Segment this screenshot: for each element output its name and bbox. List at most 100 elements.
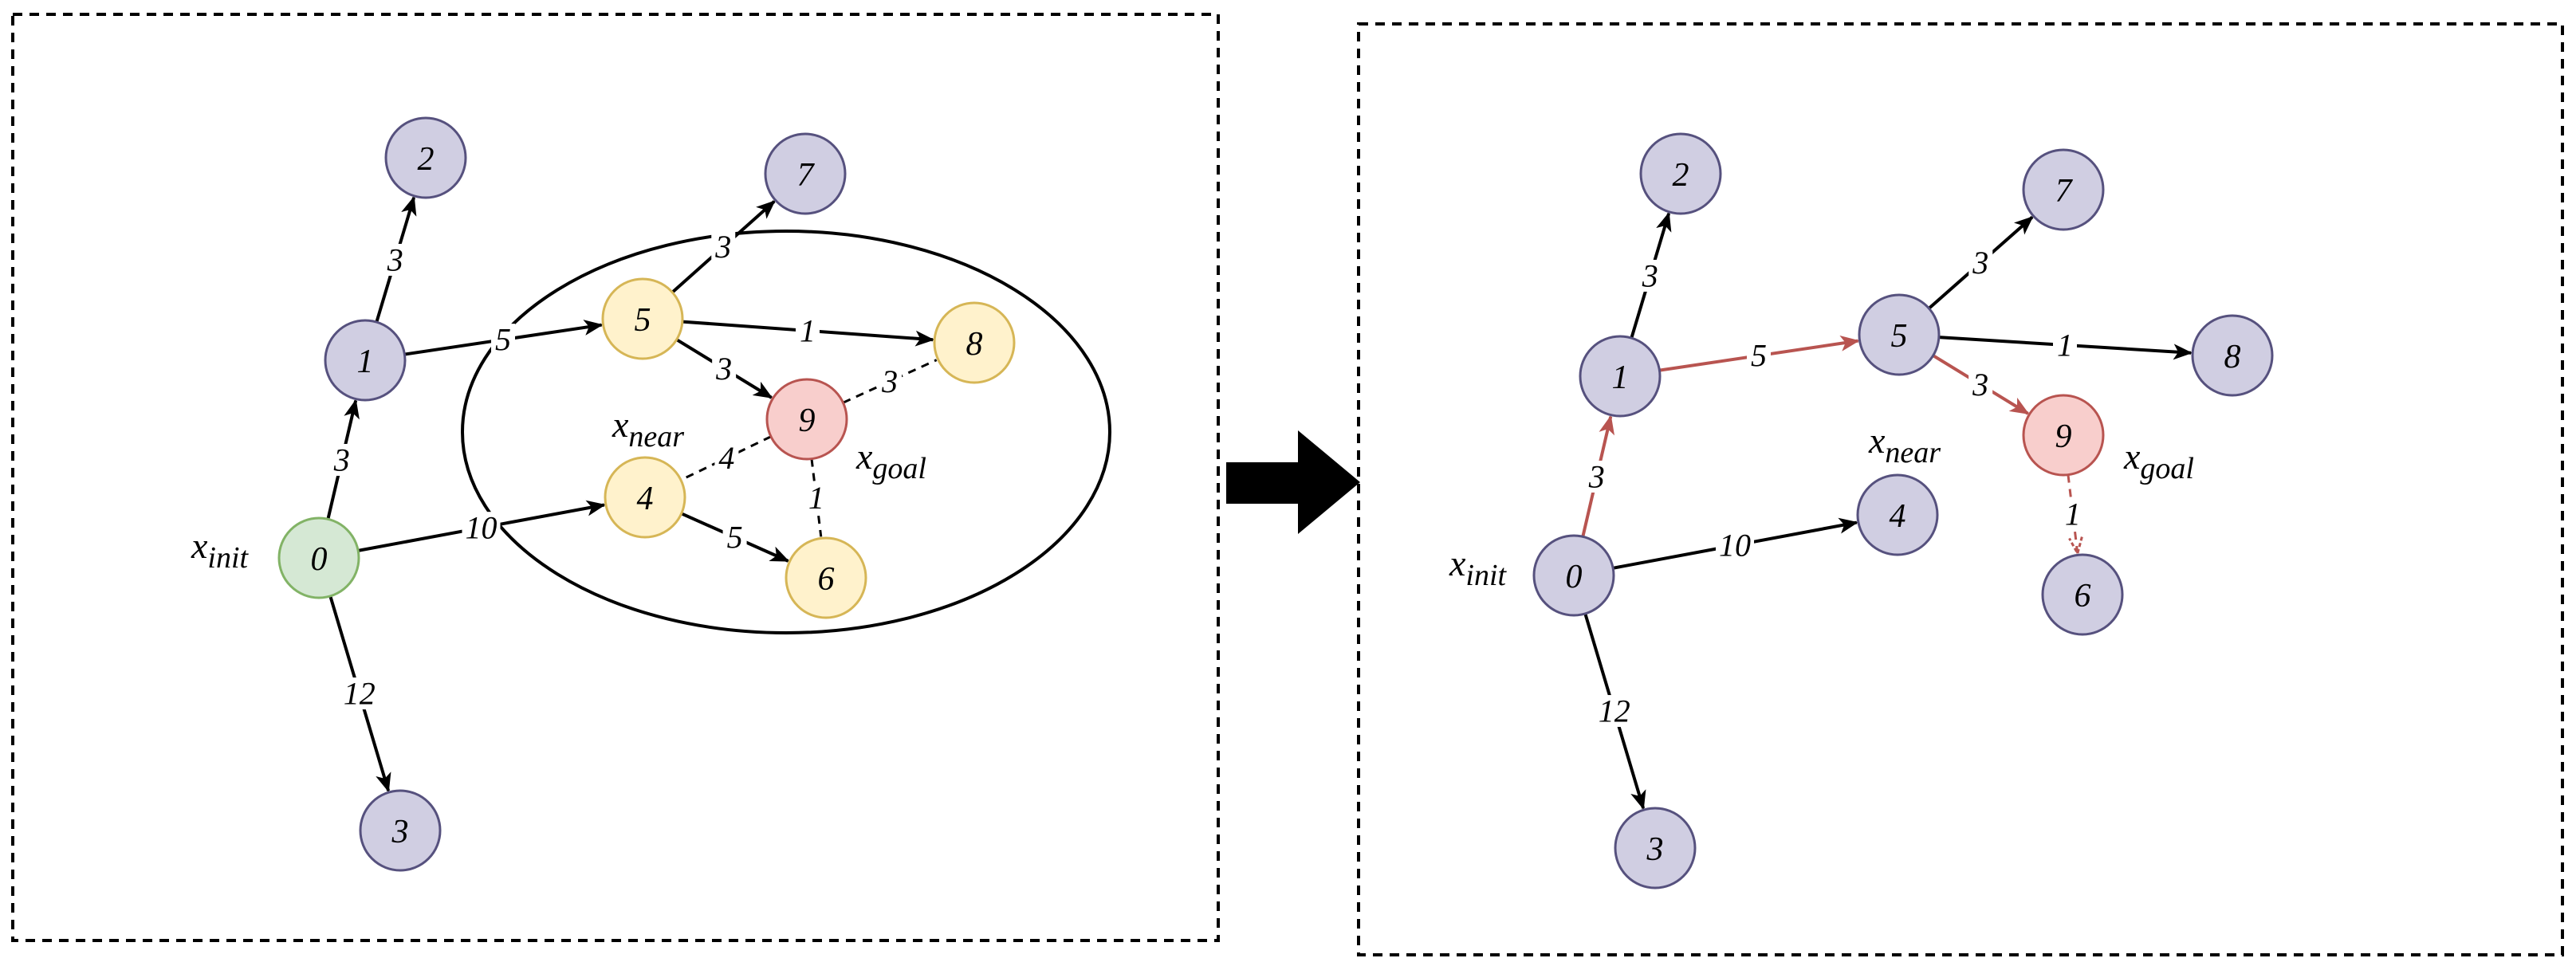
right-edge-label-bg-0-4 [1716,529,1755,562]
left-node-0: 0 [277,516,360,599]
right-node-6: 6 [2041,553,2124,636]
right-edge-label-bg-0-3 [1595,695,1634,728]
left-node-5: 5 [601,277,684,360]
right-x-goal-label: xgoal [2123,436,2194,485]
left-x-goal-label: xgoal [855,436,926,485]
right-x-near-base: x [1868,420,1886,461]
right-panel-frame [1357,22,2564,956]
right-edge-weight-1-5: 5 [1751,338,1767,374]
left-edge-label-bg-5-7 [711,230,736,263]
right-node-circle-2 [1639,132,1722,215]
right-node-circle-0 [1532,534,1615,617]
right-edge-label-bg-5-8 [2053,328,2078,361]
left-edge-label-bg-5-9 [712,352,737,385]
left-x-goal-base: x [855,436,873,477]
left-edge-label-bg-0-3 [340,677,379,710]
right-x-near-label: xnear [1868,420,1941,469]
left-node-label-4: 4 [637,481,654,517]
left-node-circle-3 [359,789,442,872]
left-node-circle-5 [601,277,684,360]
right-node-8: 8 [2191,314,2274,397]
left-edge-label-bg-1-2 [383,243,407,276]
right-edge-weight-0-1: 3 [1588,458,1605,494]
right-x-near-sub: near [1885,436,1941,469]
left-node-label-2: 2 [418,141,435,178]
right-x-init-sub: init [1465,559,1507,592]
right-node-label-7: 7 [2055,173,2074,210]
left-edge-weight-1-2: 3 [387,242,403,277]
left-node-2: 2 [384,116,467,199]
left-edge-label-bg-9-6 [804,481,828,514]
left-node-circle-8 [933,301,1016,384]
left-node-4: 4 [604,456,686,539]
left-panel-frame [11,13,1220,942]
right-node-3: 3 [1614,807,1697,889]
left-node-9: 9 [765,378,848,461]
left-node-circle-6 [785,536,867,619]
right-node-label-2: 2 [1673,157,1689,194]
left-edge-weight-5-9: 3 [715,351,732,387]
right-edge-weight-9-6: 1 [2065,497,2081,532]
right-node-label-4: 4 [1890,498,1906,535]
right-edge-weight-5-7: 3 [1972,245,1988,281]
left-edge-weight-0-1: 3 [333,442,350,477]
right-edge-weight-5-9: 3 [1972,367,1988,402]
right-x-init-base: x [1449,543,1466,583]
left-node-circle-7 [764,132,847,215]
left-edge-9-8 [842,359,938,404]
left-edge-label-bg-5-8 [796,314,820,347]
left-x-init-sub: init [207,541,249,575]
left-node-8: 8 [933,301,1016,384]
left-node-label-3: 3 [391,814,409,850]
right-edge-label-bg-0-1 [1584,460,1609,493]
right-edge-weight-0-3: 12 [1599,693,1630,729]
right-x-goal-sub: goal [2140,452,2194,485]
left-node-label-5: 5 [635,302,651,339]
right-node-label-8: 8 [2224,339,2241,375]
left-edge-weight-9-6: 1 [808,480,824,516]
left-edge-label-bg-0-4 [462,512,501,544]
left-edge-label-bg-1-5 [491,324,516,356]
right-node-7: 7 [2022,148,2105,231]
left-edge-weight-5-8: 1 [800,312,816,348]
left-x-near-sub: near [628,420,684,454]
right-node-label-3: 3 [1646,831,1664,868]
left-edge-weight-5-7: 3 [714,229,731,265]
right-edge-label-bg-1-2 [1638,259,1662,292]
right-node-label-1: 1 [1612,359,1629,396]
right-node-circle-3 [1614,807,1697,889]
left-node-label-6: 6 [818,561,835,598]
left-node-circle-9 [765,378,848,461]
right-node-circle-5 [1858,293,1941,376]
right-edge-weight-1-2: 3 [1642,257,1658,293]
left-node-label-7: 7 [797,157,816,194]
right-node-label-5: 5 [1891,318,1908,355]
left-x-goal-sub: goal [872,452,926,485]
right-x-init-label: xinit [1449,543,1508,592]
left-edge-weight-9-8: 3 [881,363,898,399]
left-node-label-1: 1 [357,344,374,380]
right-node-5: 5 [1858,293,1941,376]
left-edge-label-bg-4-6 [722,521,747,554]
left-edge-weight-1-5: 5 [495,322,511,358]
right-edge-label-bg-5-9 [1968,368,1993,401]
left-node-1: 1 [324,319,407,402]
left-node-circle-2 [384,116,467,199]
left-node-label-0: 0 [311,541,328,578]
right-node-circle-1 [1579,335,1662,418]
right-node-1: 1 [1579,335,1662,418]
right-node-label-9: 9 [2055,418,2072,455]
right-node-circle-8 [2191,314,2274,397]
left-node-circle-4 [604,456,686,539]
left-x-init-label: xinit [191,525,250,575]
right-edge-weight-5-8: 1 [2057,327,2073,363]
left-edge-weight-0-3: 12 [344,676,376,712]
right-node-circle-6 [2041,553,2124,636]
right-edge-label-bg-1-5 [1747,340,1772,372]
right-node-circle-9 [2022,394,2105,477]
left-x-near-base: x [612,404,629,445]
